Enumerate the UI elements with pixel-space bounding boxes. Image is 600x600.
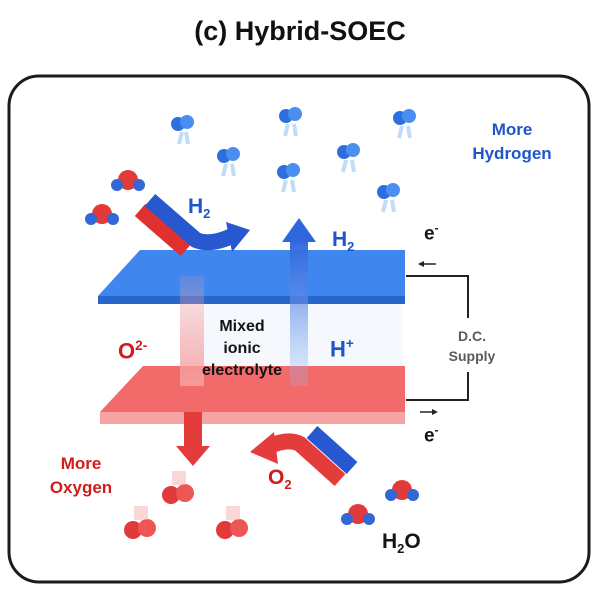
dc-supply-line-2: Supply bbox=[448, 348, 496, 364]
oxygen-molecule bbox=[162, 471, 194, 504]
electron-bottom-sup: - bbox=[434, 424, 439, 437]
anode-plate-top bbox=[100, 366, 405, 412]
proton-arrow bbox=[282, 218, 316, 386]
more-oxygen-line-1: More bbox=[60, 454, 102, 473]
hydrogen-molecule bbox=[393, 109, 416, 139]
proton-sup: + bbox=[345, 336, 354, 351]
h2-label-left: H2 bbox=[188, 195, 210, 221]
h2-left-sub: 2 bbox=[203, 206, 211, 222]
diagram-title: (c) Hybrid-SOEC bbox=[194, 16, 406, 46]
electron-label-bottom: e- bbox=[424, 424, 439, 447]
h2-left-base: H bbox=[188, 195, 204, 218]
more-hydrogen-label: More Hydrogen bbox=[462, 118, 562, 166]
oxide-ion-channel bbox=[180, 276, 204, 386]
hydrogen-molecule bbox=[277, 163, 300, 193]
water-molecule bbox=[341, 504, 375, 525]
h2-release-arrow bbox=[134, 193, 250, 257]
electrolyte-line-3: electrolyte bbox=[201, 362, 283, 379]
more-hydrogen-line-2: Hydrogen bbox=[472, 144, 552, 163]
hydrogen-molecules-group bbox=[171, 107, 416, 213]
cathode-plate-top bbox=[98, 250, 405, 296]
electron-top-sup: - bbox=[434, 222, 439, 235]
oxide-ion-label: O2- bbox=[118, 338, 147, 364]
electrolyte-line-1: Mixed bbox=[219, 318, 265, 335]
proton-base: H bbox=[330, 336, 346, 362]
hydrogen-molecule bbox=[217, 147, 240, 177]
water-molecule bbox=[85, 204, 119, 225]
h2-right-sub: 2 bbox=[347, 239, 355, 255]
more-hydrogen-line-1: More bbox=[491, 120, 533, 139]
electrolyte-label: Mixed ionic electrolyte bbox=[192, 316, 292, 382]
electron-top-base: e bbox=[424, 223, 435, 245]
water-tail: O bbox=[404, 530, 421, 553]
o2-release-arrow bbox=[250, 426, 358, 486]
oxygen-molecule bbox=[124, 506, 156, 539]
dc-supply-line-1: D.C. bbox=[458, 328, 486, 344]
water-sub: 2 bbox=[397, 541, 405, 557]
cathode-plate-edge bbox=[98, 296, 405, 304]
o2-gas-sub: 2 bbox=[284, 477, 292, 493]
h2-right-base: H bbox=[332, 228, 348, 251]
o2-gas-label: O2 bbox=[268, 466, 292, 492]
oxide-ion-sup: 2- bbox=[135, 338, 148, 353]
water-molecule bbox=[111, 170, 145, 191]
h2-label-right: H2 bbox=[332, 228, 354, 254]
oxide-down-arrow bbox=[176, 412, 210, 466]
hydrogen-molecule bbox=[377, 183, 400, 213]
oxide-ion-base: O bbox=[118, 338, 136, 364]
more-oxygen-line-2: Oxygen bbox=[49, 478, 113, 497]
o2-gas-base: O bbox=[268, 466, 285, 489]
dc-supply-label: D.C. Supply bbox=[436, 326, 508, 366]
water-label: H2O bbox=[382, 530, 421, 556]
hydrogen-molecule bbox=[171, 115, 194, 145]
water-base: H bbox=[382, 530, 398, 553]
water-molecule bbox=[385, 480, 419, 501]
hydrogen-molecule bbox=[337, 143, 360, 173]
more-oxygen-label: More Oxygen bbox=[36, 452, 126, 500]
proton-label: H+ bbox=[330, 336, 354, 362]
electrolyte-line-2: ionic bbox=[223, 340, 261, 357]
electron-label-top: e- bbox=[424, 222, 439, 245]
anode-plate-edge bbox=[100, 412, 405, 424]
external-circuit bbox=[406, 261, 524, 415]
oxygen-molecule bbox=[216, 506, 248, 539]
electron-bottom-base: e bbox=[424, 425, 435, 447]
hydrogen-molecule bbox=[279, 107, 302, 137]
